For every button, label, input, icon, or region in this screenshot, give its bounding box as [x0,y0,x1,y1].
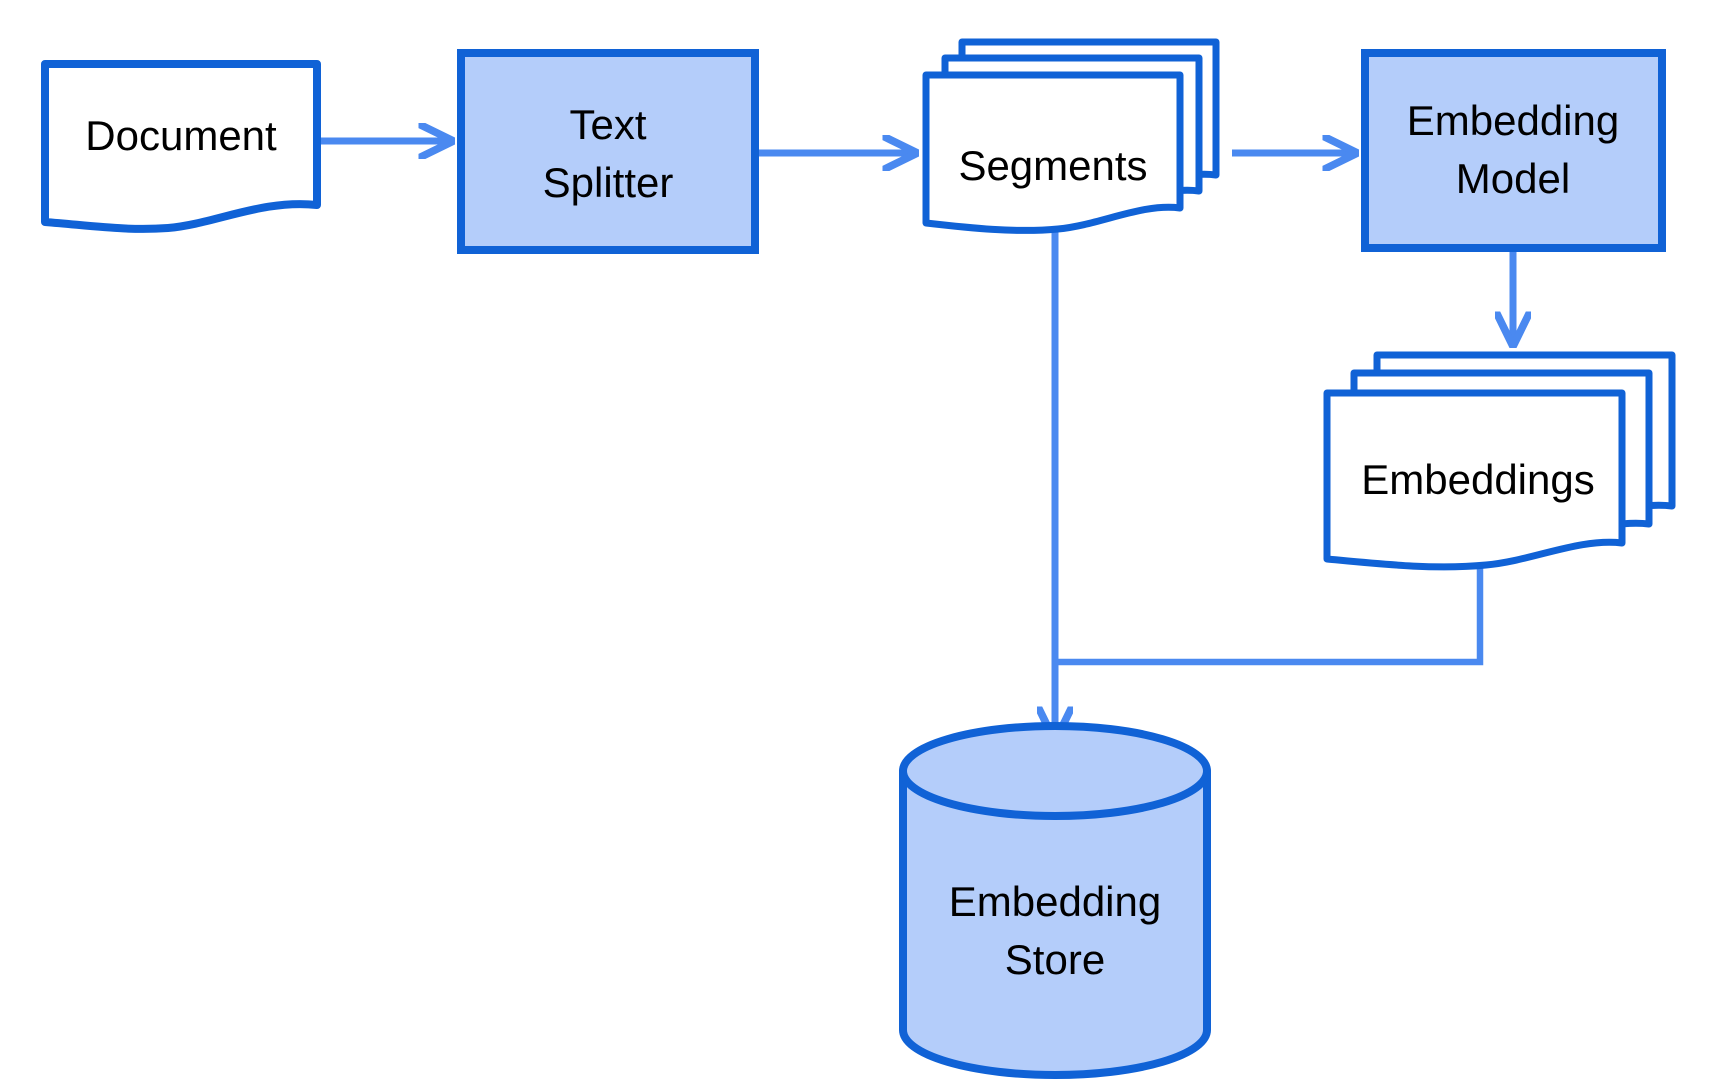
text-splitter-label-line2: Splitter [543,159,674,206]
text-splitter-label-line1: Text [569,101,646,148]
embedding-model-label-line1: Embedding [1407,97,1619,144]
elbow-line [1055,560,1484,666]
node-embedding-store[interactable]: Embedding Store [899,722,1211,1079]
segments-sheet-front [922,71,1184,234]
node-document[interactable]: Document [41,60,321,233]
segments-label: Segments [958,142,1147,189]
node-embedding-model[interactable]: Embedding Model [1361,49,1666,252]
embedding-store-label-line2: Store [1005,936,1105,983]
document-shape [41,60,321,233]
node-text-splitter[interactable]: Text Splitter [457,49,759,254]
node-segments[interactable]: Segments [922,38,1220,234]
text-splitter-shape [457,49,759,254]
embedding-model-label-line2: Model [1456,155,1570,202]
cylinder-top [899,722,1211,820]
embedding-store-label-line1: Embedding [949,878,1161,925]
document-label: Document [85,112,277,159]
embedding-model-shape [1361,49,1666,252]
edge-embeddings-to-embedding-store [1055,560,1484,666]
cylinder-body [899,767,1211,1079]
node-embeddings[interactable]: Embeddings [1323,351,1676,571]
embeddings-label: Embeddings [1361,456,1594,503]
embeddings-sheet-front [1323,389,1626,571]
